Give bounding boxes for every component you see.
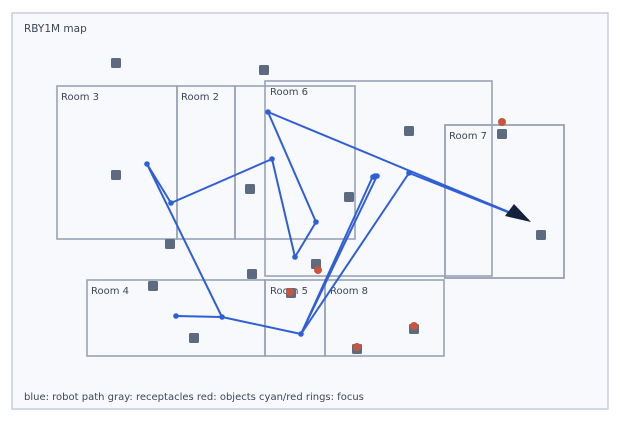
- path-waypoint: [265, 109, 271, 115]
- room-label: Room 3: [61, 92, 99, 103]
- receptacle-marker: [111, 58, 121, 68]
- objects-layer: [286, 118, 506, 351]
- receptacle-marker: [148, 281, 158, 291]
- room-outline: [234, 85, 356, 240]
- receptacle-marker: [111, 170, 121, 180]
- room-label: Room 7: [449, 131, 487, 142]
- path-waypoint: [173, 313, 179, 319]
- object-marker: [353, 343, 361, 351]
- path-waypoint: [374, 173, 380, 179]
- robot-path-segment: [146, 111, 317, 258]
- legend-text: blue: robot path gray: receptacles red: …: [24, 392, 364, 403]
- path-waypoint: [269, 156, 275, 162]
- receptacle-marker: [344, 192, 354, 202]
- receptacle-marker: [259, 65, 269, 75]
- path-waypoint: [144, 161, 150, 167]
- room-label: Room 2: [181, 92, 219, 103]
- path-waypoint: [298, 331, 304, 337]
- robot-path-segment: [300, 175, 374, 335]
- path-waypoint: [168, 200, 174, 206]
- robot-path-layer: [144, 109, 531, 337]
- path-waypoint: [406, 170, 412, 176]
- room-label: Room 8: [330, 286, 368, 297]
- room-outline: [324, 279, 445, 357]
- path-waypoint: [292, 254, 298, 260]
- receptacle-marker: [245, 184, 255, 194]
- receptacle-marker: [536, 230, 546, 240]
- object-marker: [410, 322, 418, 330]
- object-marker: [498, 118, 506, 126]
- receptacle-marker: [497, 129, 507, 139]
- map-title: RBY1M map: [24, 23, 87, 35]
- path-waypoint: [313, 219, 319, 225]
- receptacle-marker: [165, 239, 175, 249]
- object-marker: [286, 288, 294, 296]
- room-outline: [264, 80, 493, 277]
- path-arrowhead: [505, 204, 531, 222]
- receptacle-marker: [247, 269, 257, 279]
- path-waypoint: [219, 314, 225, 320]
- object-marker: [314, 266, 322, 274]
- receptacle-marker: [404, 126, 414, 136]
- room-label: Room 6: [270, 87, 308, 98]
- receptacle-marker: [189, 333, 199, 343]
- robot-path-segment: [267, 111, 529, 221]
- room-label: Room 4: [91, 286, 129, 297]
